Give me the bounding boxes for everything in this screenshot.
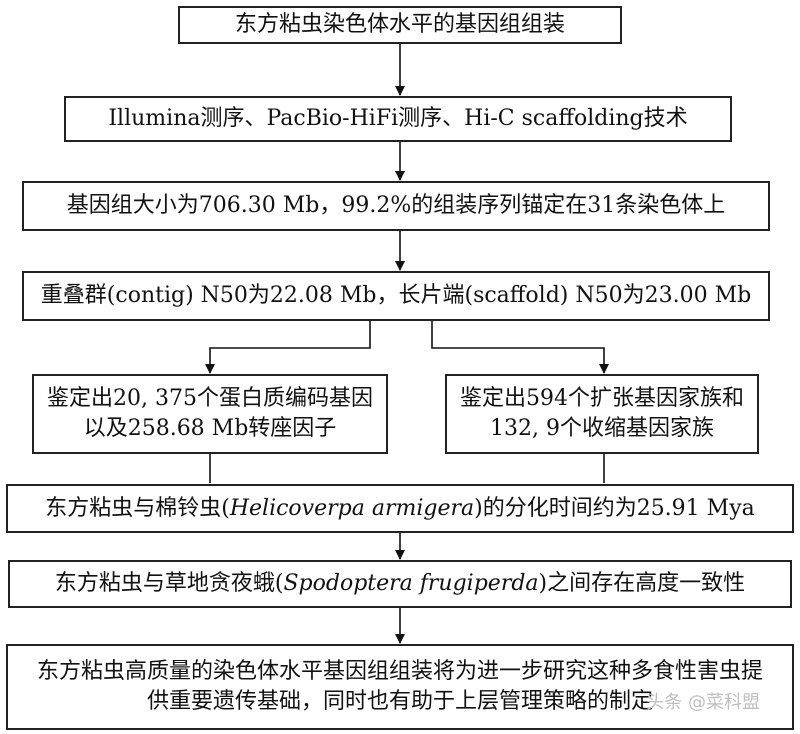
box-sequencing-tech-text: Illumina测序、PacBio-HiFi测序、Hi-C scaffoldin… [108, 106, 688, 132]
box-conclusion-text: 东方粘虫高质量的染色体水平基因组组装将为进一步研究这种多食性害虫提供重要遗传基础… [36, 659, 763, 714]
box-n50: 重叠群(contig) N50为22.08 Mb，长片端(scaffold) N… [22, 271, 770, 321]
box-n50-text: 重叠群(contig) N50为22.08 Mb，长片端(scaffold) N… [40, 283, 752, 309]
box-genome-assembly: 东方粘虫染色体水平的基因组组装 [178, 6, 622, 44]
box-synteny-text: 东方粘虫与草地贪夜蛾(Spodoptera frugiperda)之间存在高度一… [55, 569, 745, 599]
divergence-species: Helicoverpa armigera [229, 495, 475, 521]
divergence-post: )的分化时间约为25.91 Mya [474, 495, 755, 521]
box-protein-coding: 鉴定出20, 375个蛋白质编码基因以及258.68 Mb转座因子 [32, 374, 388, 454]
box-genome-assembly-text: 东方粘虫染色体水平的基因组组装 [234, 12, 565, 38]
box-genome-size: 基因组大小为706.30 Mb，99.2%的组装序列锚定在31条染色体上 [22, 181, 770, 231]
box-divergence-text: 东方粘虫与棉铃虫(Helicoverpa armigera)的分化时间约为25.… [45, 494, 755, 524]
arrow-5 [431, 320, 609, 374]
box-genome-size-text: 基因组大小为706.30 Mb，99.2%的组装序列锚定在31条染色体上 [66, 193, 726, 219]
box-divergence-time: 东方粘虫与棉铃虫(Helicoverpa armigera)的分化时间约为25.… [6, 484, 794, 533]
box-gene-families-text: 鉴定出594个扩张基因家族和132, 9个收缩基因家族 [460, 386, 744, 441]
synteny-pre: 东方粘虫与草地贪夜蛾( [54, 571, 284, 597]
box-protein-coding-text: 鉴定出20, 375个蛋白质编码基因以及258.68 Mb转座因子 [47, 386, 373, 441]
box-sequencing-tech: Illumina测序、PacBio-HiFi测序、Hi-C scaffoldin… [64, 96, 732, 142]
box-synteny: 东方粘虫与草地贪夜蛾(Spodoptera frugiperda)之间存在高度一… [8, 560, 792, 608]
divergence-pre: 东方粘虫与棉铃虫( [45, 495, 230, 521]
synteny-species: Spodoptera frugiperda [283, 571, 539, 597]
synteny-post: )之间存在高度一致性 [538, 571, 746, 597]
box-gene-families: 鉴定出594个扩张基因家族和132, 9个收缩基因家族 [445, 374, 759, 454]
watermark: 头条 @菜科盟 [646, 692, 760, 713]
box-conclusion: 东方粘虫高质量的染色体水平基因组组装将为进一步研究这种多食性害虫提供重要遗传基础… [6, 644, 794, 730]
arrow-4 [205, 320, 371, 374]
